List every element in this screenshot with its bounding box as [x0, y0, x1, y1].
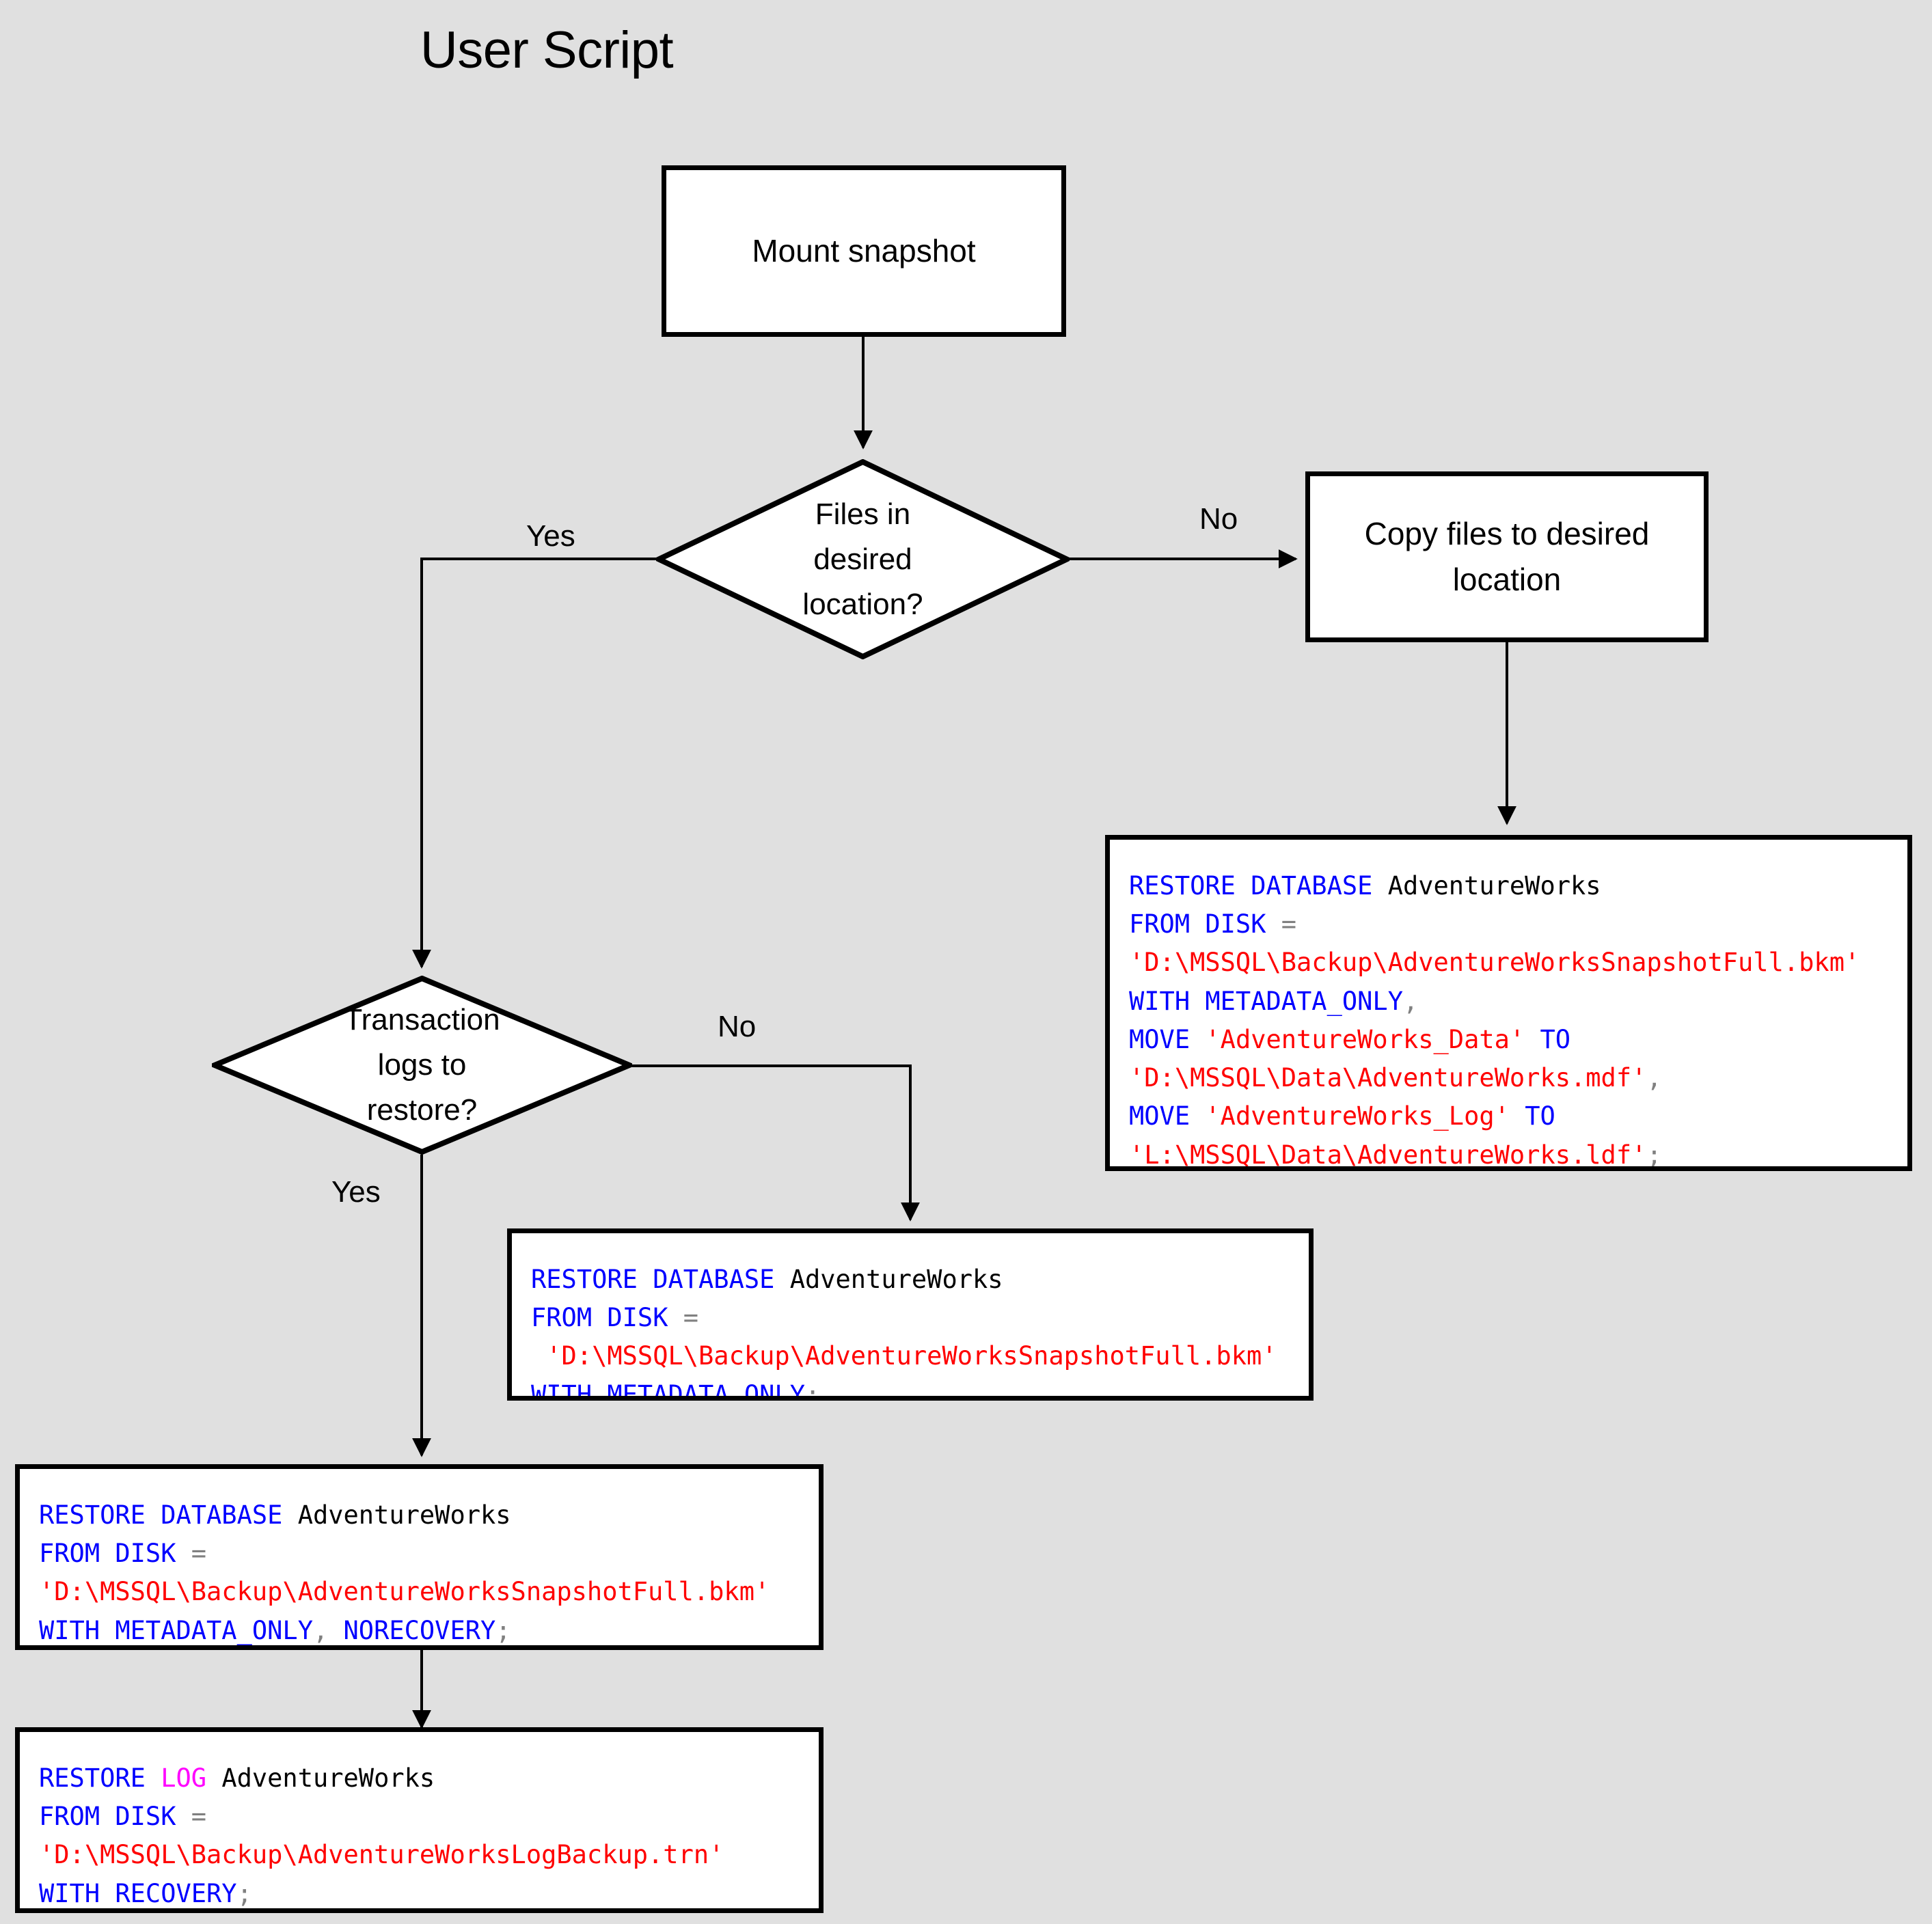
node-decision-transaction-logs-label: Transaction logs to restore? — [344, 1003, 500, 1127]
code-line: RESTORE DATABASE AdventureWorks — [1129, 867, 1907, 905]
code-token: FROM DISK — [1129, 909, 1281, 939]
code-token: = — [191, 1539, 207, 1569]
code-token: , — [312, 1615, 344, 1645]
code-token: 'D:\MSSQL\Backup\AdventureWorksSnapshotF… — [531, 1341, 1277, 1371]
edge-label-files-no: No — [1199, 502, 1238, 536]
code-token: = — [191, 1802, 207, 1832]
code-token: ; — [804, 1379, 821, 1401]
code-token: 'D:\MSSQL\Data\AdventureWorks.mdf' — [1129, 1063, 1647, 1093]
code-line: FROM DISK = — [1129, 905, 1907, 944]
page-title: User Script — [420, 21, 674, 79]
node-decision-transaction-logs[interactable]: Transaction logs to restore? — [212, 976, 632, 1155]
code-line: FROM DISK = — [531, 1299, 1309, 1337]
code-token: ; — [495, 1615, 511, 1645]
code-token: NORECOVERY — [343, 1615, 496, 1645]
code-token: ; — [1646, 1140, 1662, 1170]
diamond-shape — [212, 976, 632, 1155]
code-line: RESTORE DATABASE AdventureWorks — [39, 1496, 819, 1535]
code-token: FROM DISK — [531, 1303, 683, 1333]
code-line: 'D:\MSSQL\Data\AdventureWorks.mdf', — [1129, 1059, 1907, 1097]
edge-label-files-yes: Yes — [526, 519, 575, 553]
code-line: WITH METADATA_ONLY; — [531, 1376, 1309, 1401]
code-line: 'D:\MSSQL\Backup\AdventureWorksLogBackup… — [39, 1836, 819, 1874]
code-token: AdventureWorks — [221, 1763, 435, 1793]
code-token: ; — [236, 1878, 252, 1908]
code-token: WITH METADATA_ONLY — [531, 1379, 805, 1401]
code-line: WITH METADATA_ONLY, NORECOVERY; — [39, 1612, 819, 1645]
code-token: AdventureWorks — [1387, 871, 1601, 901]
code-token: 'D:\MSSQL\Backup\AdventureWorksLogBackup… — [39, 1840, 724, 1870]
code-line: MOVE 'AdventureWorks_Log' TO — [1129, 1097, 1907, 1136]
code-line: MOVE 'AdventureWorks_Data' TO — [1129, 1021, 1907, 1059]
code-token: LOG — [161, 1763, 222, 1793]
code-token: 'AdventureWorks_Data' — [1205, 1024, 1525, 1054]
code-token: WITH METADATA_ONLY — [39, 1615, 313, 1645]
code-token: WITH RECOVERY — [39, 1878, 237, 1908]
code-token: AdventureWorks — [297, 1500, 511, 1530]
code-line: RESTORE LOG AdventureWorks — [39, 1759, 819, 1798]
code-line: RESTORE DATABASE AdventureWorks — [531, 1261, 1309, 1299]
code-token: FROM DISK — [39, 1539, 191, 1569]
code-token: 'D:\MSSQL\Backup\AdventureWorksSnapshotF… — [1129, 948, 1860, 978]
code-token: FROM DISK — [39, 1802, 191, 1832]
code-token: RESTORE DATABASE — [1129, 871, 1388, 901]
code-token: WITH METADATA_ONLY — [1129, 986, 1403, 1016]
edge-label-logs-no: No — [718, 1010, 757, 1043]
code-line: FROM DISK = — [39, 1798, 819, 1836]
node-decision-files-location-label: Files in desired location? — [802, 497, 923, 621]
code-token: RESTORE — [39, 1763, 161, 1793]
code-token: RESTORE DATABASE — [531, 1265, 790, 1294]
code-token: = — [683, 1303, 699, 1333]
code-line: 'D:\MSSQL\Backup\AdventureWorksSnapshotF… — [39, 1573, 819, 1611]
code-token: , — [1402, 986, 1419, 1016]
diamond-shape — [656, 459, 1070, 659]
node-copy-files-label: Copy files to desired location — [1364, 516, 1650, 597]
node-decision-files-location[interactable]: Files in desired location? — [656, 459, 1070, 659]
edge-label-logs-yes: Yes — [331, 1175, 381, 1209]
code-token: TO — [1509, 1101, 1555, 1131]
code-token: = — [1281, 909, 1297, 939]
code-line: 'D:\MSSQL\Backup\AdventureWorksSnapshotF… — [531, 1337, 1309, 1375]
node-mount-snapshot[interactable]: Mount snapshot — [662, 165, 1066, 337]
code-line: 'D:\MSSQL\Backup\AdventureWorksSnapshotF… — [1129, 944, 1907, 982]
node-mount-snapshot-label: Mount snapshot — [752, 233, 976, 269]
code-line: WITH METADATA_ONLY, — [1129, 982, 1907, 1021]
code-line: 'L:\MSSQL\Data\AdventureWorks.ldf'; — [1129, 1136, 1907, 1170]
code-token: MOVE — [1129, 1024, 1206, 1054]
code-token: 'AdventureWorks_Log' — [1205, 1101, 1510, 1131]
code-token: AdventureWorks — [789, 1265, 1003, 1294]
code-token: TO — [1525, 1024, 1571, 1054]
code-token: MOVE — [1129, 1101, 1206, 1131]
code-token: RESTORE DATABASE — [39, 1500, 298, 1530]
code-token: 'L:\MSSQL\Data\AdventureWorks.ldf' — [1129, 1140, 1647, 1170]
code-line: FROM DISK = — [39, 1535, 819, 1573]
code-line: WITH RECOVERY; — [39, 1875, 819, 1908]
code-token: 'D:\MSSQL\Backup\AdventureWorksSnapshotF… — [39, 1577, 770, 1607]
node-copy-files[interactable]: Copy files to desired location — [1305, 471, 1709, 642]
code-token: , — [1646, 1063, 1662, 1093]
